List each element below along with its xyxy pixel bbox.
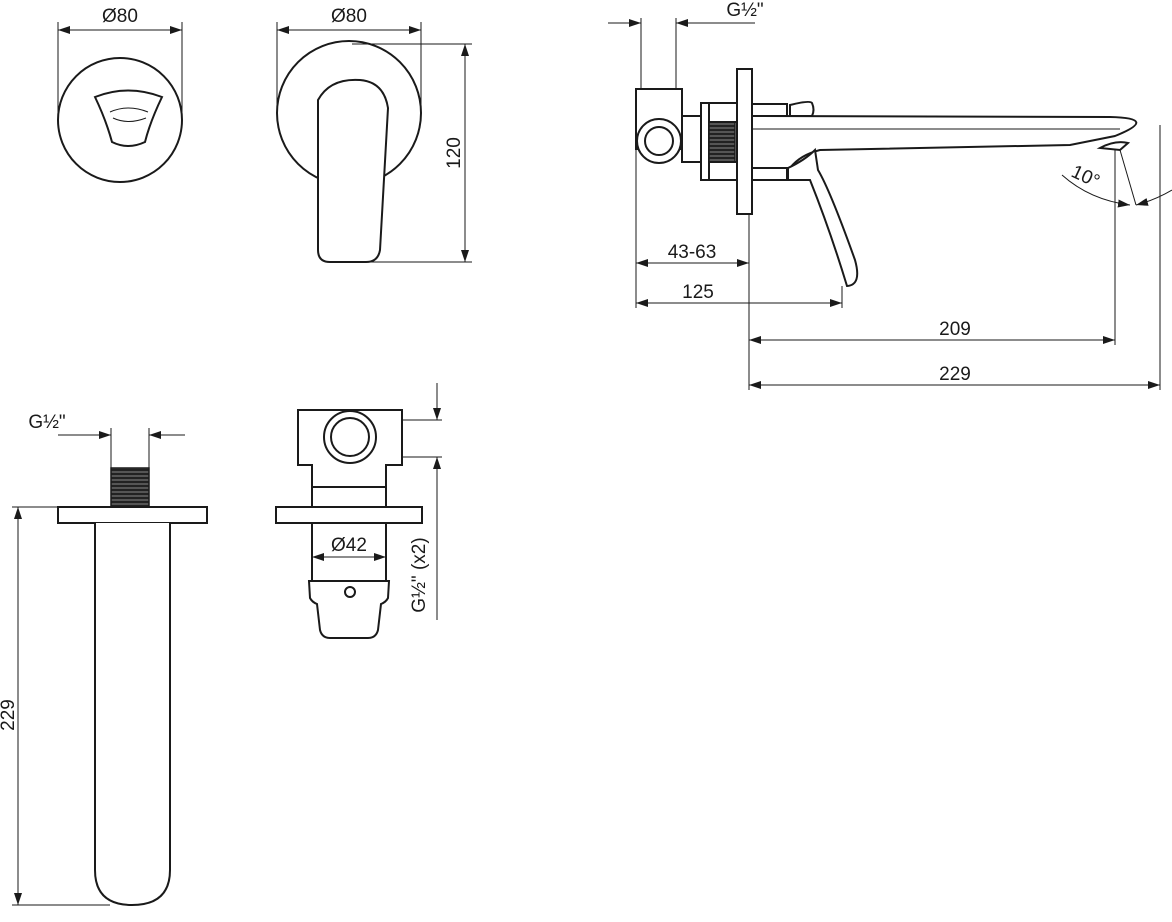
connection-ring (636, 118, 682, 164)
front-view-diameter-label: Ø80 (331, 6, 367, 27)
front-view-height-label: 120 (444, 137, 465, 169)
body-diameter-label: Ø42 (331, 535, 367, 556)
body-plate (275, 506, 423, 524)
lever-outline (317, 78, 390, 263)
wall-plate (736, 68, 753, 215)
spout-thread (110, 467, 150, 508)
total-reach-label: 229 (939, 364, 971, 385)
wall-depth-label: 43-63 (668, 242, 717, 263)
spout-thread-label: G½" (28, 412, 65, 433)
spout-reach-label: 209 (939, 319, 971, 340)
top-view-diameter-label: Ø80 (102, 6, 138, 27)
cartridge-cap (307, 580, 391, 639)
lever-reach-label: 125 (682, 282, 714, 303)
side-thread-label: G½" (726, 0, 763, 21)
spout-view: G½" 229 (0, 412, 208, 907)
spout-length-label: 229 (0, 699, 19, 731)
spout-pipe (94, 523, 171, 907)
top-view: Ø80 (57, 6, 183, 183)
spout-plate (57, 506, 208, 524)
front-view: Ø80 120 (276, 6, 472, 263)
body-connections-label: G½" (x2) (409, 537, 430, 612)
thread (708, 121, 736, 163)
lever-side-outline (787, 147, 859, 288)
angle-label: 10° (1068, 161, 1103, 192)
spout-top-outline (93, 89, 164, 147)
body-view: Ø42 G½" (x2) (275, 383, 442, 639)
side-view: G½" 10° 43-63 125 209 229 (608, 0, 1172, 390)
